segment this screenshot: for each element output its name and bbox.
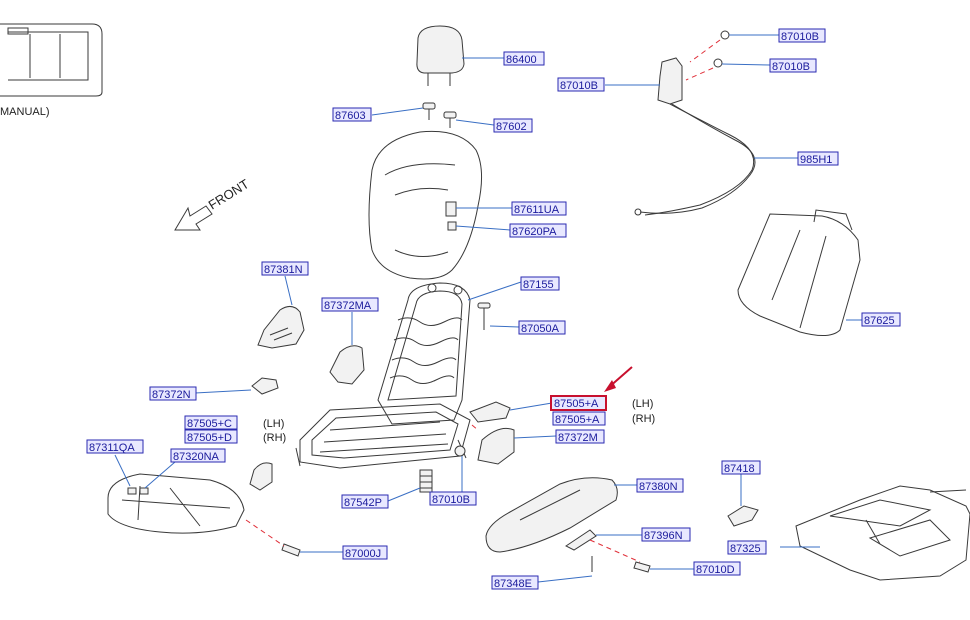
label-87010b-left[interactable]: 87010B — [557, 77, 605, 92]
label-87611ua-text: 87611UA — [514, 204, 560, 216]
label-87010b-bottom[interactable]: 87010B — [429, 491, 477, 506]
cap-87418-part — [727, 505, 759, 527]
screw-87010d-part — [633, 561, 651, 573]
label-87010d[interactable]: 87010D — [693, 561, 741, 576]
label-87372n-text: 87372N — [152, 389, 191, 401]
label-87542p[interactable]: 87542P — [341, 494, 389, 509]
label-87348e-text: 87348E — [494, 578, 532, 590]
label-87611ua[interactable]: 87611UA — [511, 201, 567, 216]
label-87542p-text: 87542P — [344, 497, 382, 509]
label-87620pa-text: 87620PA — [512, 226, 557, 238]
label-87050a[interactable]: 87050A — [518, 320, 566, 335]
label-87381n-text: 87381N — [264, 264, 303, 276]
label-87000j-text: 87000J — [345, 548, 381, 560]
label-87625-text: 87625 — [864, 315, 895, 327]
label-87603[interactable]: 87603 — [332, 107, 372, 122]
label-87155-text: 87155 — [523, 279, 554, 291]
label-87000j[interactable]: 87000J — [342, 545, 388, 560]
label-87372m[interactable]: 87372M — [555, 429, 605, 444]
knob-part — [565, 529, 597, 551]
headrest-guide-parts — [422, 102, 457, 128]
label-87625[interactable]: 87625 — [861, 312, 901, 327]
label-87505a-highlighted[interactable]: 87505+A — [550, 395, 607, 411]
label-87396n[interactable]: 87396N — [641, 527, 691, 542]
seat-cushion-part — [107, 473, 245, 534]
wire-harness-part — [634, 30, 756, 216]
cushion-pad-part — [795, 485, 970, 581]
label-87505a-highlighted-text: 87505+A — [554, 398, 599, 410]
label-87505a-rh-text: 87505+A — [555, 414, 600, 426]
label-87050a-text: 87050A — [521, 323, 560, 335]
label-87620pa[interactable]: 87620PA — [509, 223, 567, 238]
bolt-87000j-part — [281, 543, 301, 557]
label-87380n[interactable]: 87380N — [636, 478, 684, 493]
label-87311qa[interactable]: 87311QA — [86, 439, 144, 454]
label-87505c-text: 87505+C — [187, 418, 232, 430]
label-86400[interactable]: 86400 — [503, 51, 545, 66]
label-87010d-text: 87010D — [696, 564, 735, 576]
side-lh-right: (LH) — [632, 398, 653, 410]
label-87010b-bottom-text: 87010B — [432, 494, 470, 506]
washer-part — [454, 445, 466, 457]
label-87418[interactable]: 87418 — [721, 460, 761, 475]
front-direction-arrow: FRONT — [174, 176, 252, 231]
clip-87542p-part — [419, 469, 433, 493]
label-87602[interactable]: 87602 — [493, 118, 533, 133]
label-87418-text: 87418 — [724, 463, 755, 475]
label-87372n[interactable]: 87372N — [149, 386, 197, 401]
label-87010b-top-text: 87010B — [781, 31, 819, 43]
front-label: FRONT — [206, 176, 252, 212]
label-86400-text: 86400 — [506, 54, 537, 66]
label-87505c[interactable]: 87505+C — [184, 415, 238, 430]
bracket-n-part — [251, 377, 279, 395]
label-87380n-text: 87380N — [639, 481, 678, 493]
label-87348e[interactable]: 87348E — [491, 575, 539, 590]
label-87505a-rh[interactable]: 87505+A — [552, 411, 606, 426]
inner-cover-ma-part — [329, 345, 365, 385]
side-rh-right: (RH) — [632, 413, 655, 425]
side-rh-left: (RH) — [263, 432, 286, 444]
label-87505d[interactable]: 87505+D — [184, 429, 238, 444]
seat-frame-part — [295, 282, 471, 469]
label-87372m-text: 87372M — [558, 432, 598, 444]
manual-note: MANUAL) — [0, 106, 50, 118]
label-87010b-mid[interactable]: 87010B — [769, 58, 817, 73]
side-trim-part — [485, 477, 618, 553]
label-87505d-text: 87505+D — [187, 432, 232, 444]
bolt-87050a-part — [477, 302, 491, 330]
label-87325[interactable]: 87325 — [727, 540, 767, 555]
label-87372ma[interactable]: 87372MA — [321, 297, 379, 312]
label-87381n[interactable]: 87381N — [261, 261, 309, 276]
seatback-pad-part — [737, 209, 861, 336]
label-87372ma-text: 87372MA — [324, 300, 372, 312]
label-87010b-top[interactable]: 87010B — [778, 28, 826, 43]
label-87155[interactable]: 87155 — [520, 276, 560, 291]
label-87602-text: 87602 — [496, 121, 527, 133]
adjust-lever-part — [469, 401, 511, 423]
seatback-cushion-part — [368, 130, 482, 280]
label-87320na[interactable]: 87320NA — [170, 448, 226, 463]
headrest-part — [416, 25, 465, 86]
label-87320na-text: 87320NA — [173, 451, 220, 463]
small-cover-na-part — [249, 462, 273, 491]
label-87010b-left-text: 87010B — [560, 80, 598, 92]
label-87311qa-text: 87311QA — [89, 442, 135, 454]
outer-cover-m-part — [477, 427, 515, 465]
highlight-arrow-icon — [604, 366, 633, 392]
manual-seat-thumbnail — [0, 23, 103, 97]
recliner-cover-part — [257, 306, 305, 349]
label-985h1-text: 985H1 — [800, 154, 832, 166]
label-87325-text: 87325 — [730, 543, 761, 555]
label-985h1[interactable]: 985H1 — [797, 151, 839, 166]
label-87010b-mid-text: 87010B — [772, 61, 810, 73]
label-87396n-text: 87396N — [644, 530, 683, 542]
label-87603-text: 87603 — [335, 110, 366, 122]
side-lh-left: (LH) — [263, 418, 284, 430]
